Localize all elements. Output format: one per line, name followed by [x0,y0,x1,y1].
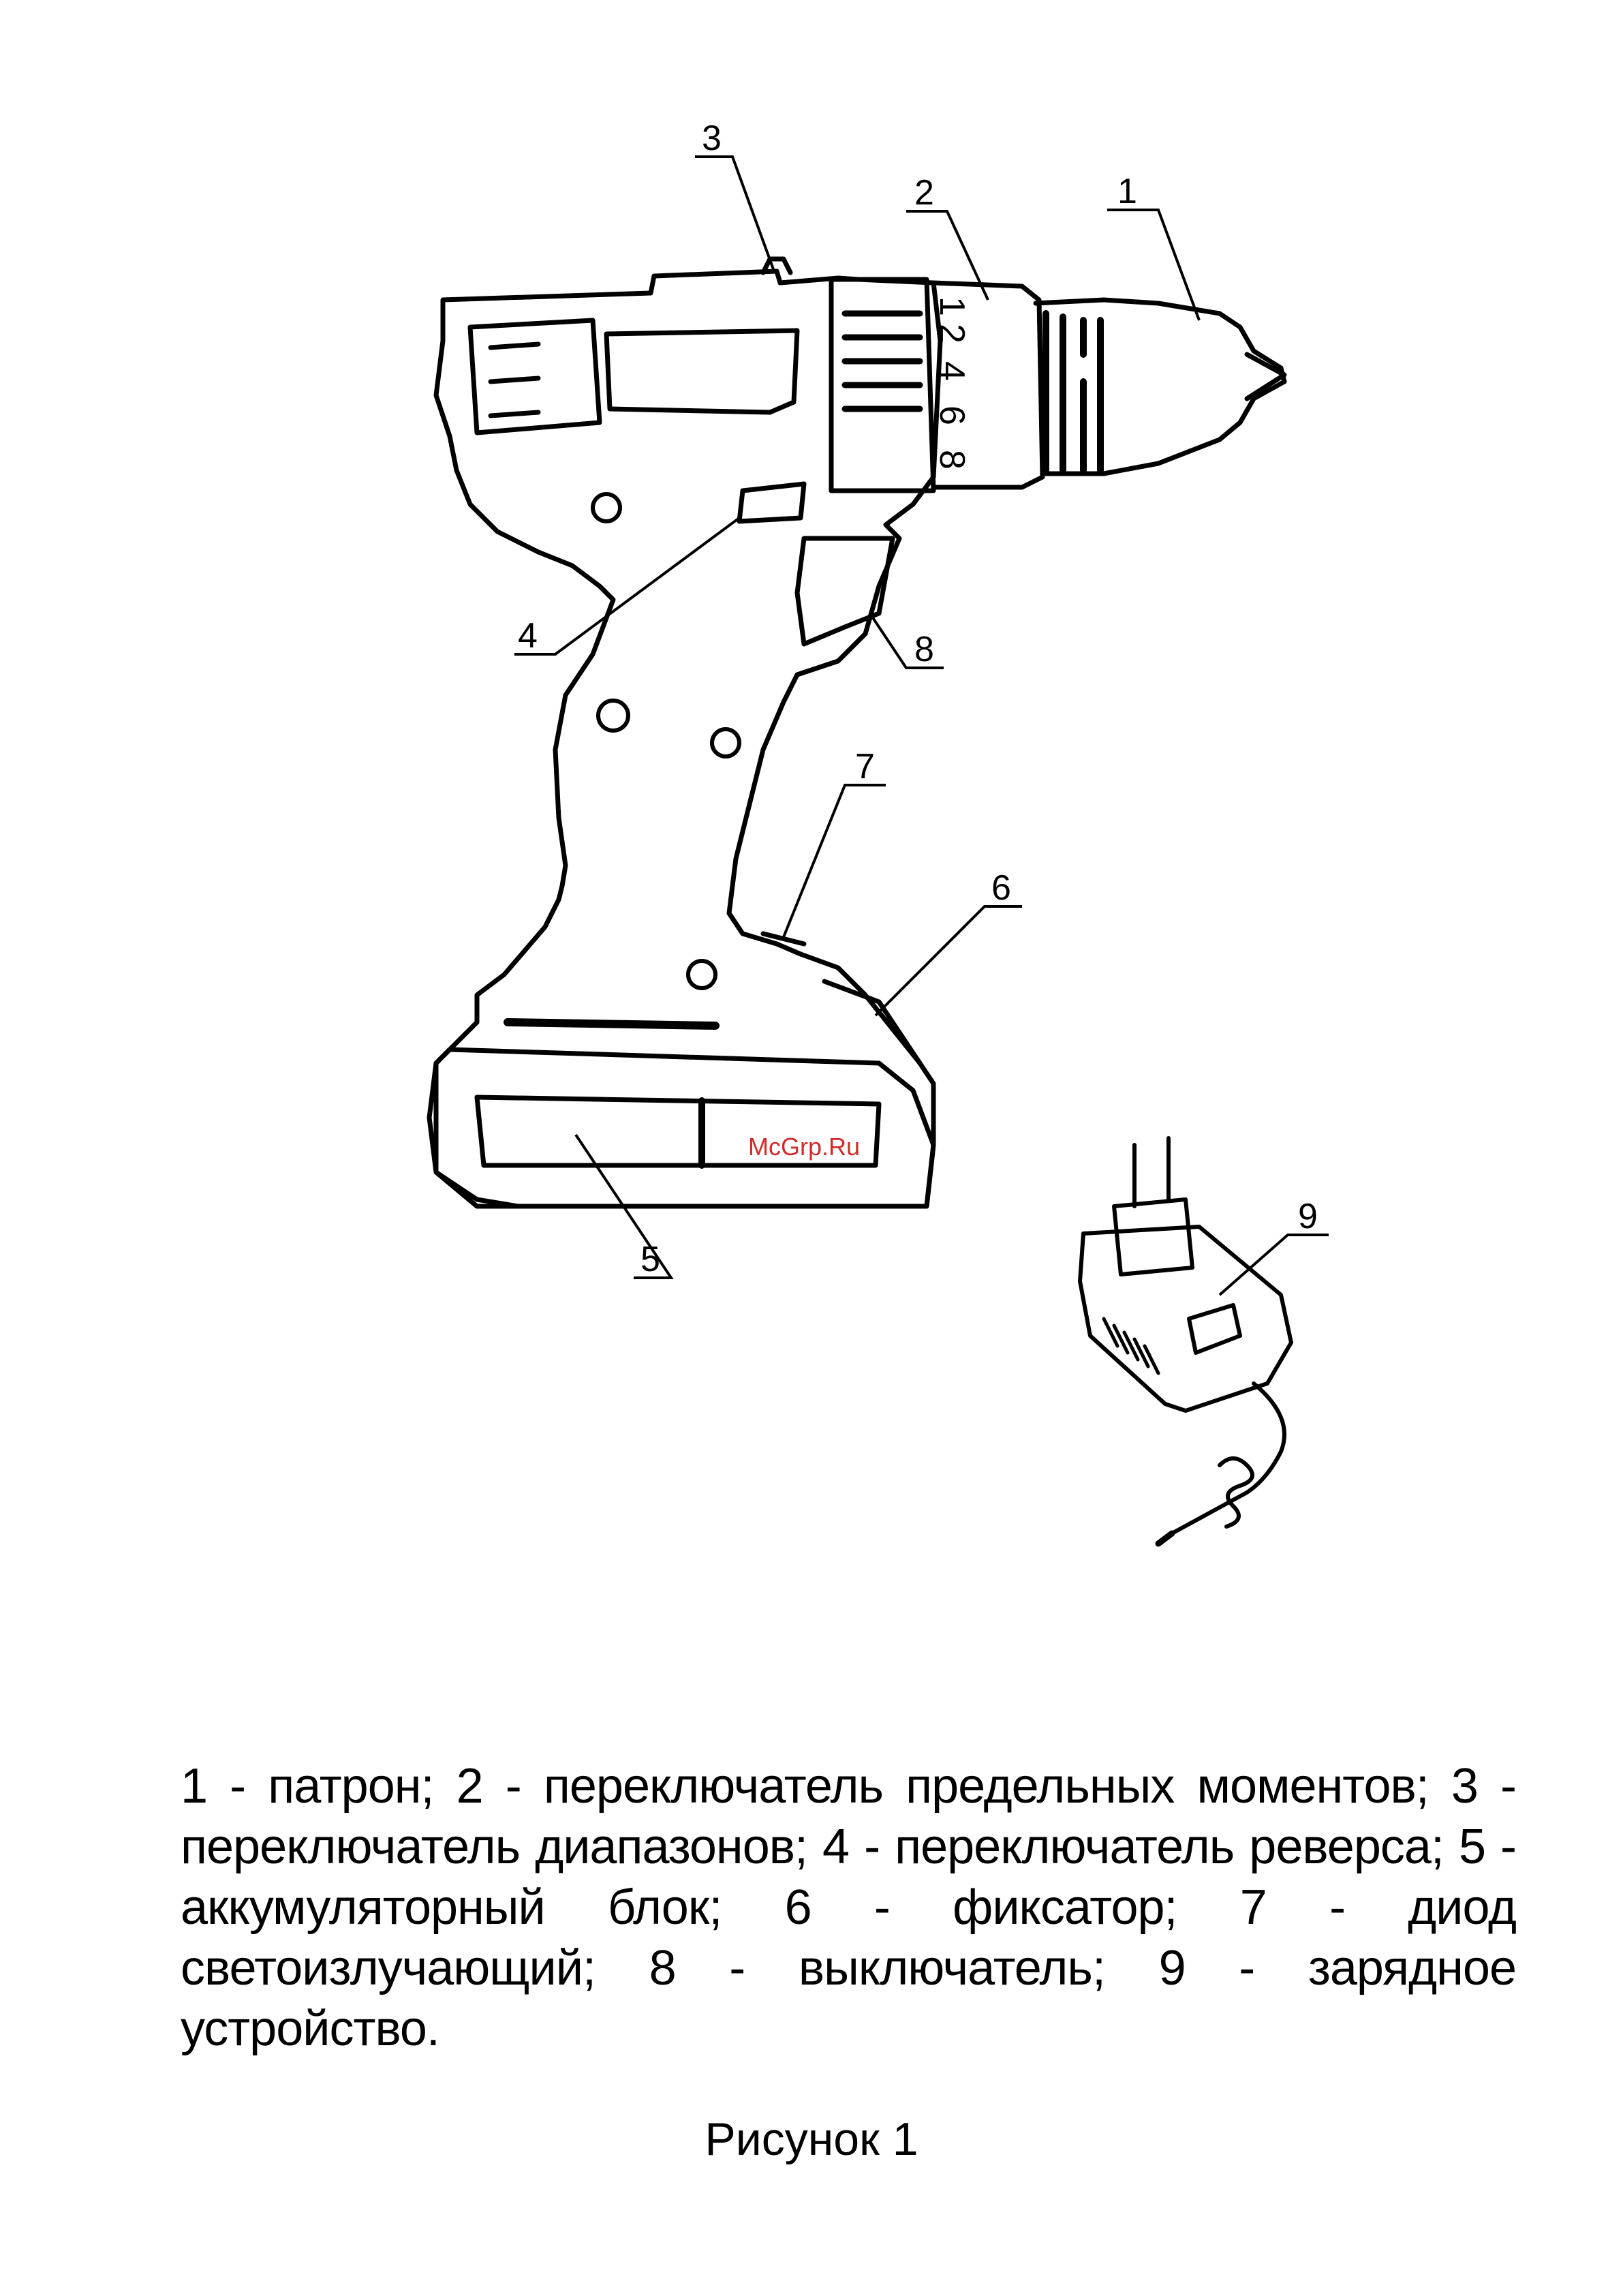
callout-4: 4 [518,616,538,656]
charger-illustration [1080,1138,1291,1544]
chuck-outline [1036,300,1284,474]
leader-4 [514,518,739,654]
leader-9 [1220,1235,1329,1295]
leader-7 [784,785,886,937]
motor-vents [491,344,538,416]
reverse-switch [739,484,804,521]
drill-illustration [429,259,1284,1206]
callout-7: 7 [855,747,875,786]
collar-slots [845,313,920,409]
charger-label [1189,1305,1240,1353]
callout-3: 3 [702,119,722,158]
chuck-ribs [1046,313,1100,470]
callout-6: 6 [991,868,1011,908]
top-window [606,331,797,412]
battery-latch [824,981,920,1063]
callout-9: 9 [1298,1197,1318,1236]
watermark-text: McGrp.Ru [748,1133,860,1161]
leader-6 [876,906,1022,1015]
charger-body [1080,1227,1291,1411]
callout-5: 5 [640,1240,660,1279]
battery-pack-outline [436,1050,933,1206]
leader-lines [514,157,1329,1295]
figure-title: Рисунок 1 [0,2113,1623,2166]
callout-2: 2 [914,173,934,213]
callout-1: 1 [1117,172,1137,211]
leader-3 [695,157,773,269]
screw-holes [593,494,739,988]
clutch-mark-8: 8 [932,450,972,470]
battery-top-rail [508,1022,715,1026]
charger-vents [1104,1319,1158,1373]
drill-figure: 1 2 4 6 8 [0,0,1623,1636]
charger-plug-base [1114,1199,1192,1274]
charger-connector [1158,1533,1172,1544]
figure-caption: 1 - патрон; 2 - переключатель предельных… [181,1756,1516,2060]
clutch-mark-4: 4 [932,361,972,381]
clutch-mark-1: 1 [932,296,972,316]
clutch-mark-2: 2 [932,324,972,343]
clutch-mark-6: 6 [932,405,972,425]
callout-8: 8 [914,630,934,669]
